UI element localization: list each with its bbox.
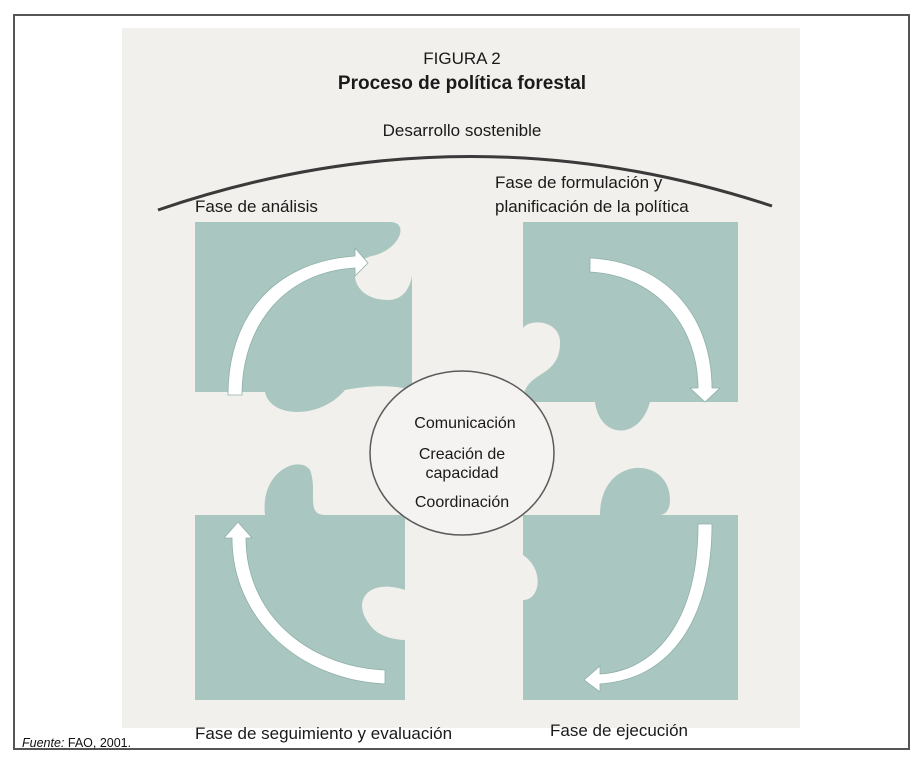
center-communication: Comunicación: [414, 415, 515, 432]
formulation-phase-label-line1: Fase de formulación y: [495, 173, 663, 192]
puzzle-piece-analysis: [195, 222, 412, 412]
arrow-bottom-left: [223, 521, 386, 685]
central-ellipse: [369, 370, 555, 536]
formulation-phase-label-line2: planificación de la política: [495, 197, 689, 216]
figure-title: Proceso de política forestal: [338, 73, 586, 94]
execution-phase-label: Fase de ejecución: [550, 721, 688, 740]
sustainable-development-arc: [157, 155, 773, 212]
figure-number: FIGURA 2: [423, 49, 500, 68]
analysis-phase-label: Fase de análisis: [195, 197, 318, 216]
source-text: FAO, 2001.: [67, 736, 132, 750]
center-capacity-line1: Creación de: [419, 446, 505, 463]
arrow-bottom-right: [583, 523, 713, 693]
center-capacity-line2: capacidad: [426, 465, 499, 482]
source-note: Fuente: FAO, 2001.: [22, 736, 131, 750]
monitoring-phase-label: Fase de seguimiento y evaluación: [195, 724, 452, 743]
arrow-top-right: [589, 257, 722, 403]
source-label: Fuente:: [22, 736, 65, 750]
puzzle-piece-monitoring: [195, 464, 405, 700]
arrow-top-left: [227, 246, 369, 396]
puzzle-piece-execution: [523, 467, 738, 700]
center-coordination: Coordinación: [415, 494, 509, 511]
sustainable-development-label: Desarrollo sostenible: [383, 121, 542, 140]
puzzle-piece-formulation: [523, 222, 738, 431]
